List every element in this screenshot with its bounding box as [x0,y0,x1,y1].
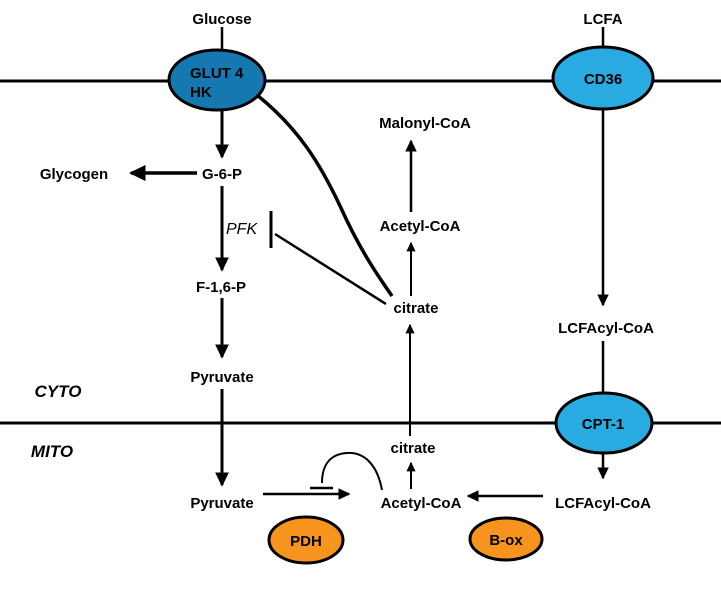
cpt1-ellipse [554,391,654,455]
lcfa-label: LCFA [583,11,622,28]
cpt1-label: CPT-1 [582,416,625,433]
mitochondria-label: MITO [31,442,73,461]
acetyl-coa-cyto-label: Acetyl-CoA [380,218,461,235]
cd36-ellipse [551,45,655,111]
cd36-label: CD36 [584,71,622,88]
glut4-hk-ellipse [167,48,267,112]
g6p-label: G-6-P [202,166,242,183]
f16p-label: F-1,6-P [196,279,246,296]
malonyl-coa-label: Malonyl-CoA [379,115,471,132]
lcfacyl-coa-cyto-label: LCFAcyl-CoA [558,320,654,337]
lcfacyl-coa-mito-label: LCFAcyl-CoA [555,495,651,512]
glut4-to-citrate-curve [255,93,394,298]
acetyl-coa-mito-label: Acetyl-CoA [381,495,462,512]
glucose-label: Glucose [192,11,251,28]
citrate-mito-label: citrate [390,440,435,457]
citrate-cyto-label: citrate [393,300,438,317]
acetyl-feedback-inhibition-arc [321,451,383,491]
pdh-ellipse [267,515,345,565]
beta-ox-label: B-ox [489,532,523,549]
cytosol-label: CYTO [35,382,82,401]
glycogen-label: Glycogen [40,166,108,183]
pyruvate-cyto-label: Pyruvate [190,369,253,386]
pfk-label: PFK [226,221,258,238]
beta-ox-ellipse [468,516,544,562]
glut4-label: GLUT 4 [190,65,244,82]
pyruvate-mito-label: Pyruvate [190,495,253,512]
hk-label: HK [190,84,212,101]
citrate-to-pfk-inhibition-line [274,232,387,306]
pdh-label: PDH [290,533,322,550]
